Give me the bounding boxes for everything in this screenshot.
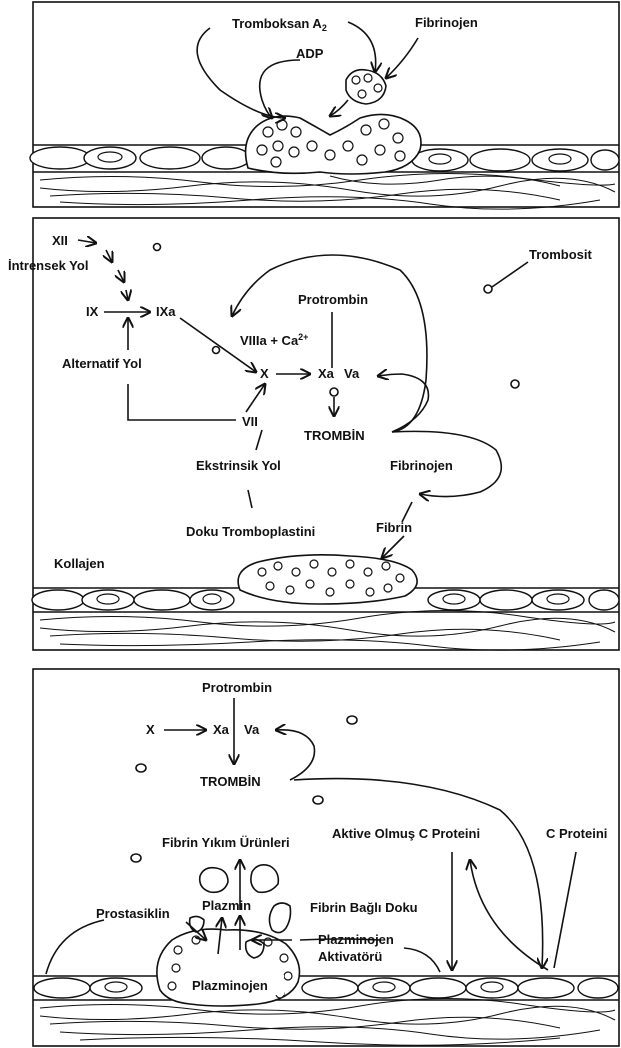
- thromboxane-to-cluster-arrow: [348, 22, 376, 72]
- intrinsic-step-arrow: [106, 250, 112, 262]
- platelet-dot: [511, 380, 519, 388]
- intrinsic-pathway-label: İntrensek Yol: [8, 258, 88, 273]
- x-label: X: [260, 366, 269, 381]
- thrombin-label-3: TROMBİN: [200, 774, 261, 789]
- va-label: Va: [344, 366, 360, 381]
- platelet-dot: [213, 347, 220, 354]
- xii-label: XII: [52, 233, 68, 248]
- platelet-dot: [131, 854, 141, 862]
- thrombin-to-va-arrow-3: [276, 730, 315, 780]
- tissue-thromboplastin-connector: [248, 490, 252, 508]
- collagen-label: Kollajen: [54, 556, 105, 571]
- platelet-dot: [347, 716, 357, 724]
- platelet-label: Trombosit: [529, 247, 593, 262]
- platelet-aggregate-1: [246, 114, 421, 174]
- fibrinogen-label-2: Fibrinojen: [390, 458, 453, 473]
- platelet-dot: [313, 796, 323, 804]
- intrinsic-step-arrow: [118, 270, 124, 282]
- protein-c-line: [554, 852, 576, 968]
- plasminogen-activator-label-1: Plazminojen: [318, 932, 394, 947]
- alternative-loop-line: [128, 384, 236, 420]
- tissue-thromboplastin-label: Doku Tromboplastini: [186, 524, 315, 539]
- platelet-dot: [154, 244, 161, 251]
- va-label-3: Va: [244, 722, 260, 737]
- plasminogen-activator-label-2: Aktivatörü: [318, 949, 382, 964]
- platelet-dot: [484, 285, 492, 293]
- protein-c-label: C Proteini: [546, 826, 607, 841]
- fibrin-tissue-label: Fibrin Bağlı Doku: [310, 900, 418, 915]
- prothrombin-dot: [330, 388, 338, 396]
- pa-wall-line: [404, 948, 440, 972]
- fibrin-label: Fibrin: [376, 520, 412, 535]
- prothrombin-label-3: Protrombin: [202, 680, 272, 695]
- alternative-pathway-label: Alternatif Yol: [62, 356, 142, 371]
- xa-label: Xa: [318, 366, 335, 381]
- activated-protein-c-label: Aktive Olmuş C Proteini: [332, 826, 480, 841]
- ix-label: IX: [86, 304, 99, 319]
- xii-arrow: [78, 240, 96, 243]
- fibrinogen-label-1: Fibrinojen: [415, 15, 478, 30]
- ixa-label: IXa: [156, 304, 176, 319]
- adp-label: ADP: [296, 46, 324, 61]
- vii-label: VII: [242, 414, 258, 429]
- plasminogen-label: Plazminojen: [192, 978, 268, 993]
- thrombin-label: TROMBİN: [304, 428, 365, 443]
- extrinsic-pathway-label: Ekstrinsik Yol: [196, 458, 281, 473]
- prostacyclin-label: Prostasiklin: [96, 906, 170, 921]
- adp-arrow: [260, 60, 300, 118]
- x-label-3: X: [146, 722, 155, 737]
- vii-connector-line: [256, 430, 262, 450]
- platelet-pointer-line: [492, 262, 528, 287]
- vii-to-x-arrow: [246, 384, 265, 412]
- vessel-wall-3: [33, 752, 619, 1045]
- prostacyclin-pointer-line: [46, 920, 104, 974]
- thromboxane-label: Tromboksan A2: [232, 16, 327, 33]
- fdp-label: Fibrin Yıkım Ürünleri: [162, 835, 290, 850]
- intrinsic-step-arrow: [126, 290, 128, 300]
- cluster-to-aggregate-arrow: [330, 100, 348, 116]
- platelet-dot: [136, 764, 146, 772]
- prothrombin-label: Protrombin: [298, 292, 368, 307]
- plasmin-label: Plazmin: [202, 898, 251, 913]
- viiia-label: VIIIa + Ca2+: [240, 332, 308, 348]
- xa-label-3: Xa: [213, 722, 230, 737]
- fibrinogen-arrow-1: [386, 38, 418, 78]
- fibrin-to-clot-arrow: [382, 536, 404, 558]
- fibrin-clot-2: [238, 555, 417, 604]
- thromboxane-arrow: [197, 28, 285, 118]
- fibrinogen-to-fibrin-line: [402, 502, 412, 522]
- free-platelet-cluster-1: [346, 70, 386, 104]
